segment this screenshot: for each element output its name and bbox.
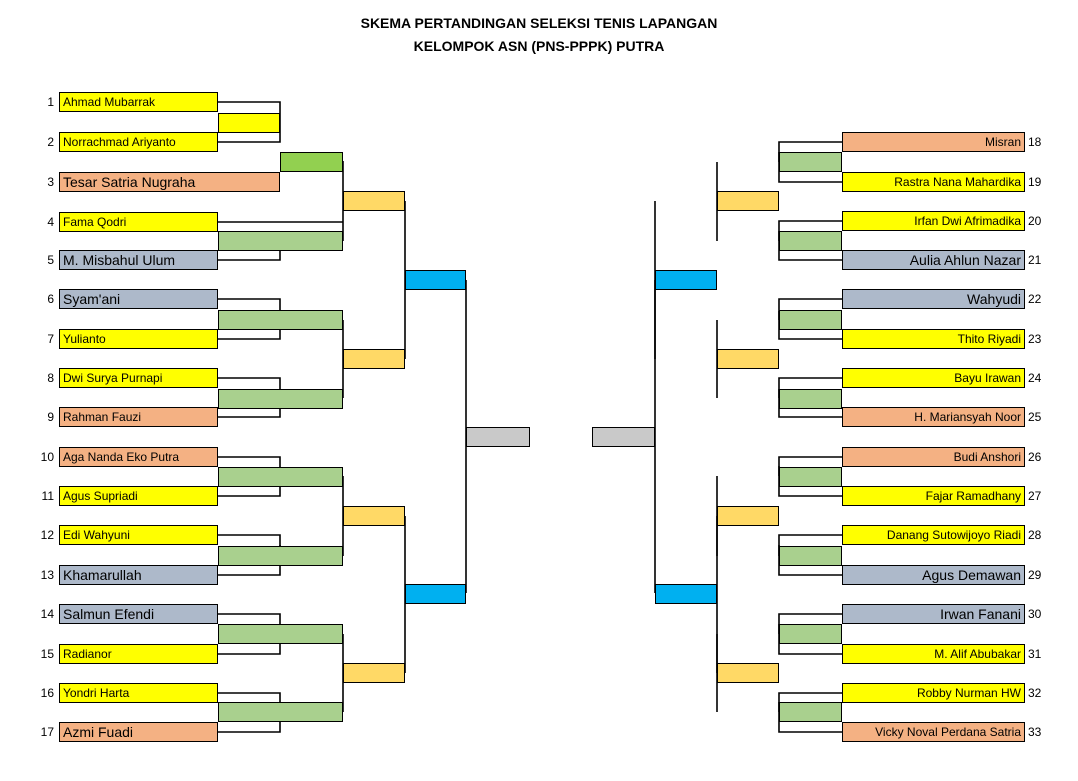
bracket-subtitle: KELOMPOK ASN (PNS-PPPK) PUTRA [413,38,665,54]
seed-number: 33 [1028,725,1042,739]
seed-number: 29 [1028,568,1042,582]
player-slot: Agus Supriadi [59,486,218,506]
player-slot: Thito Riyadi [842,329,1025,349]
player-slot: Agus Demawan [842,565,1025,585]
round1-slot [779,389,842,409]
player-slot: M. Alif Abubakar [842,644,1025,664]
player-slot: Azmi Fuadi [59,722,218,742]
seed-number: 25 [1028,410,1042,424]
player-slot: H. Mariansyah Noor [842,407,1025,427]
seed-number: 13 [40,568,54,582]
seed-number: 22 [1028,292,1042,306]
round1-slot [779,546,842,566]
round2-slot [218,624,343,644]
round1-slot [779,467,842,487]
player-slot: Norrachmad Ariyanto [59,132,218,152]
player-slot: Tesar Satria Nugraha [59,172,280,192]
seed-number: 3 [47,175,54,189]
player-slot: Rahman Fauzi [59,407,218,427]
seed-number: 2 [47,135,54,149]
player-slot: Budi Anshori [842,447,1025,467]
seed-number: 16 [40,686,54,700]
seed-number: 31 [1028,647,1042,661]
seed-number: 6 [47,292,54,306]
player-slot: Yondri Harta [59,683,218,703]
seed-number: 14 [40,607,54,621]
round4-slot [405,270,466,290]
semifinal-slot [466,427,530,447]
seed-number: 23 [1028,332,1042,346]
round1-slot [779,624,842,644]
player-slot: Edi Wahyuni [59,525,218,545]
seed-number: 32 [1028,686,1042,700]
player-slot: Yulianto [59,329,218,349]
seed-number: 1 [47,95,54,109]
round2-slot [218,467,343,487]
round1-slot [779,231,842,251]
player-slot: Khamarullah [59,565,218,585]
seed-number: 20 [1028,214,1042,228]
round3-slot [655,270,717,290]
player-slot: Radianor [59,644,218,664]
player-slot: Salmun Efendi [59,604,218,624]
round2-slot [218,546,343,566]
round3-slot [343,191,405,211]
player-slot: Aulia Ahlun Nazar [842,250,1025,270]
player-slot: Dwi Surya Purnapi [59,368,218,388]
round2-slot [717,663,779,683]
seed-number: 10 [40,450,54,464]
player-slot: Robby Nurman HW [842,683,1025,703]
seed-number: 19 [1028,175,1042,189]
round2-slot [717,506,779,526]
player-slot: Irwan Fanani [842,604,1025,624]
round2-slot [280,152,343,172]
seed-number: 28 [1028,528,1042,542]
seed-number: 5 [47,253,54,267]
seed-number: 12 [40,528,54,542]
player-slot: Fajar Ramadhany [842,486,1025,506]
seed-number: 4 [47,215,54,229]
player-slot: Syam'ani [59,289,218,309]
round1-slot [779,702,842,722]
round1-slot [779,310,842,330]
seed-number: 27 [1028,489,1042,503]
bracket-title: SKEMA PERTANDINGAN SELEKSI TENIS LAPANGA… [360,15,718,31]
player-slot: Aga Nanda Eko Putra [59,447,218,467]
seed-number: 9 [47,410,54,424]
player-slot: Irfan Dwi Afrimadika [842,211,1025,231]
round3-slot [343,506,405,526]
seed-number: 24 [1028,371,1042,385]
player-slot: Vicky Noval Perdana Satria [842,722,1025,742]
round3-slot [343,349,405,369]
round2-slot [717,349,779,369]
seed-number: 18 [1028,135,1042,149]
seed-number: 26 [1028,450,1042,464]
seed-number: 11 [41,489,54,503]
semifinal-slot [592,427,655,447]
round2-slot [218,231,343,251]
round2-slot [717,191,779,211]
round4-slot [405,584,466,604]
round1-slot [779,152,842,172]
seed-number: 17 [40,725,54,739]
round2-slot [218,702,343,722]
player-slot: Danang Sutowijoyo Riadi [842,525,1025,545]
player-slot: Misran [842,132,1025,152]
seed-number: 15 [40,647,54,661]
player-slot: Fama Qodri [59,212,218,232]
round3-slot [343,663,405,683]
seed-number: 8 [47,371,54,385]
player-slot: Wahyudi [842,289,1025,309]
seed-number: 7 [47,332,54,346]
seed-number: 30 [1028,607,1042,621]
player-slot: Ahmad Mubarrak [59,92,218,112]
seed-number: 21 [1028,253,1042,267]
player-slot: Rastra Nana Mahardika [842,172,1025,192]
player-slot: Bayu Irawan [842,368,1025,388]
round1-slot [218,113,280,133]
round2-slot [218,389,343,409]
player-slot: M. Misbahul Ulum [59,250,218,270]
round2-slot [218,310,343,330]
round3-slot [655,584,717,604]
